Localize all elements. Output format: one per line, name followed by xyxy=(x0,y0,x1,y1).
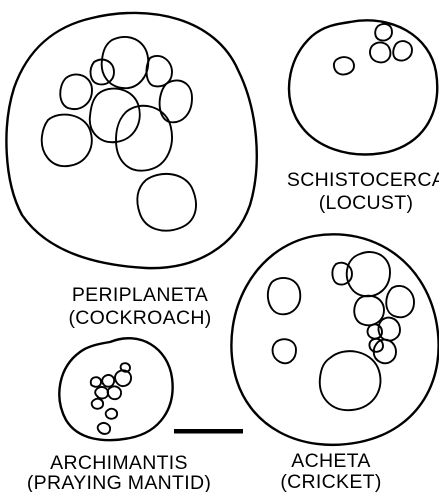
acheta-common-label: (CRICKET) xyxy=(280,471,381,492)
archimantis-fiber xyxy=(108,386,121,399)
archimantis-fiber xyxy=(102,375,114,387)
schistocerca-outline xyxy=(289,20,437,154)
acheta-specimen xyxy=(231,234,438,445)
schistocerca-name-label: SCHISTOCERCA xyxy=(287,169,439,191)
acheta-fiber xyxy=(368,324,382,338)
archimantis-fiber xyxy=(115,370,131,386)
archimantis-common-label: (PRAYING MANTID) xyxy=(27,472,211,492)
acheta-fiber xyxy=(386,286,414,317)
acheta-fiber xyxy=(347,252,390,296)
schistocerca-fiber xyxy=(393,41,412,60)
schistocerca-fiber xyxy=(375,24,392,41)
archimantis-fiber xyxy=(106,409,118,419)
schistocerca-fiber xyxy=(334,57,354,74)
acheta-fiber xyxy=(320,351,381,410)
periplaneta-fiber xyxy=(90,89,140,143)
acheta-fiber xyxy=(268,278,300,314)
archimantis-outline xyxy=(59,338,172,440)
acheta-fiber xyxy=(332,263,352,285)
acheta-fiber xyxy=(273,339,296,363)
archimantis-fiber xyxy=(91,377,101,387)
periplaneta-fiber xyxy=(160,80,192,122)
schistocerca-common-label: (LOCUST) xyxy=(319,192,413,214)
archimantis-name-label: ARCHIMANTIS xyxy=(50,452,188,474)
periplaneta-fiber xyxy=(137,174,196,231)
periplaneta-fiber xyxy=(116,106,172,171)
archimantis-fiber xyxy=(98,423,111,434)
schistocerca-specimen xyxy=(289,20,437,154)
periplaneta-specimen xyxy=(6,13,256,268)
scale-bar xyxy=(174,429,243,434)
archimantis-fiber xyxy=(95,387,108,399)
periplaneta-name-label: PERIPLANETA xyxy=(72,284,208,306)
periplaneta-fiber xyxy=(60,74,92,109)
periplaneta-common-label: (COCKROACH) xyxy=(68,307,211,329)
periplaneta-outline xyxy=(6,13,256,268)
periplaneta-fiber xyxy=(42,115,92,167)
archimantis-specimen xyxy=(59,338,172,440)
acheta-name-label: ACHETA xyxy=(291,450,370,472)
archimantis-fiber xyxy=(92,399,104,409)
acheta-fiber xyxy=(354,296,384,326)
schistocerca-fiber xyxy=(370,43,390,63)
